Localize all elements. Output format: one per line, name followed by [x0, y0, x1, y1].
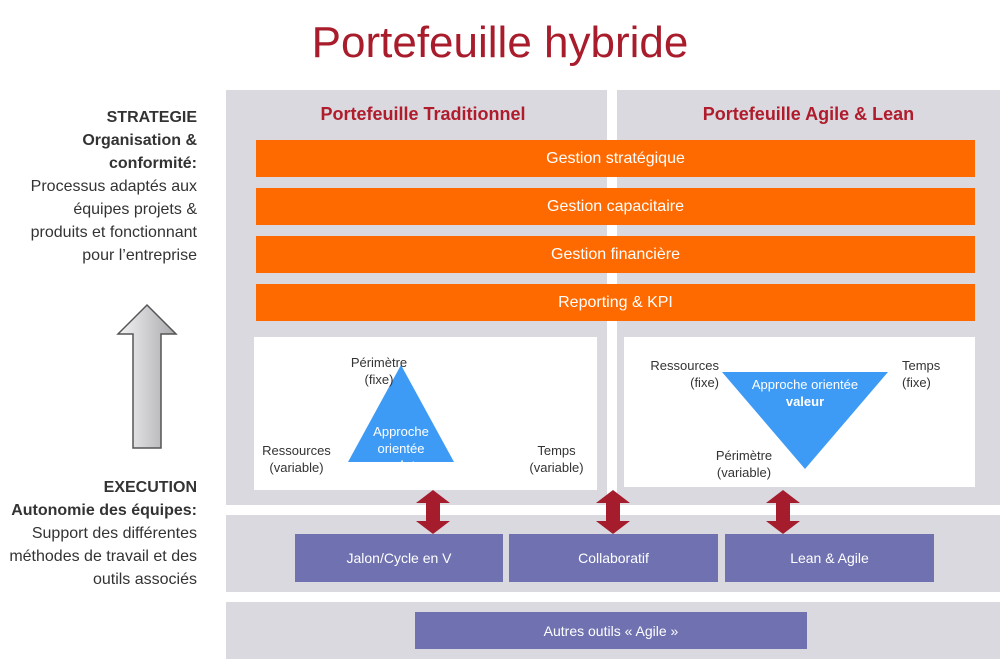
time-value: (fixe) [902, 375, 931, 390]
resources-value: (fixe) [690, 375, 719, 390]
perimeter-value: (fixe) [364, 372, 394, 387]
approach-label: Approche orientée [751, 377, 859, 392]
bar-capacity: Gestion capacitaire [256, 188, 975, 225]
time-label: Temps [902, 358, 941, 373]
triangle-up [348, 365, 454, 462]
resources-label: Ressources [262, 443, 331, 458]
strategy-desc: Processus adaptés aux équipes projets & … [30, 178, 197, 264]
strategy-heading: STRATEGIE [106, 109, 197, 126]
resources-value: (variable) [269, 460, 324, 475]
perimeter-label: Périmètre [715, 448, 773, 463]
execution-sub: Autonomie des équipes: [11, 502, 197, 519]
time-value: (variable) [529, 460, 584, 475]
triangle-down [722, 372, 888, 469]
strategy-text: STRATEGIE Organisation & conformité: Pro… [0, 106, 197, 267]
other-agile-tools: Autres outils « Agile » [415, 612, 807, 649]
approach-bold: projets [379, 458, 423, 473]
execution-text: EXECUTION Autonomie des équipes: Support… [0, 476, 197, 591]
approach-bold: valeur [785, 394, 825, 409]
up-arrow-icon [116, 303, 178, 449]
method-lean-agile: Lean & Agile [725, 534, 934, 582]
agile-triangle-box: Ressources (fixe) Temps (fixe) Périmètre (v… [624, 337, 975, 487]
bar-strategic: Gestion stratégique [256, 140, 975, 177]
page-title: Portefeuille hybride [311, 18, 689, 67]
method-collaborative: Collaboratif [509, 534, 718, 582]
traditional-triangle-box: Périmètre (fixe) Ressources (variable) Tem… [254, 337, 597, 490]
execution-desc: Support des différentes méthodes de trav… [9, 525, 197, 588]
bar-financial: Gestion financière [256, 236, 975, 273]
traditional-heading: Portefeuille Traditionnel [320, 104, 526, 124]
method-v-cycle: Jalon/Cycle en V [295, 534, 503, 582]
execution-heading: EXECUTION [103, 479, 197, 496]
perimeter-value: (variable) [716, 465, 772, 480]
bar-reporting: Reporting & KPI [256, 284, 975, 321]
approach-label: Approche [373, 424, 429, 439]
double-arrow-icon [416, 490, 450, 534]
approach-label2: orientée [377, 441, 425, 456]
double-arrow-icon [596, 490, 630, 534]
time-label: Temps [537, 443, 576, 458]
strategy-sub: Organisation & conformité: [82, 132, 197, 172]
resources-label: Ressources [650, 358, 719, 373]
perimeter-label: Périmètre [350, 355, 408, 370]
agile-heading: Portefeuille Agile & Lean [702, 104, 915, 124]
double-arrow-icon [766, 490, 800, 534]
